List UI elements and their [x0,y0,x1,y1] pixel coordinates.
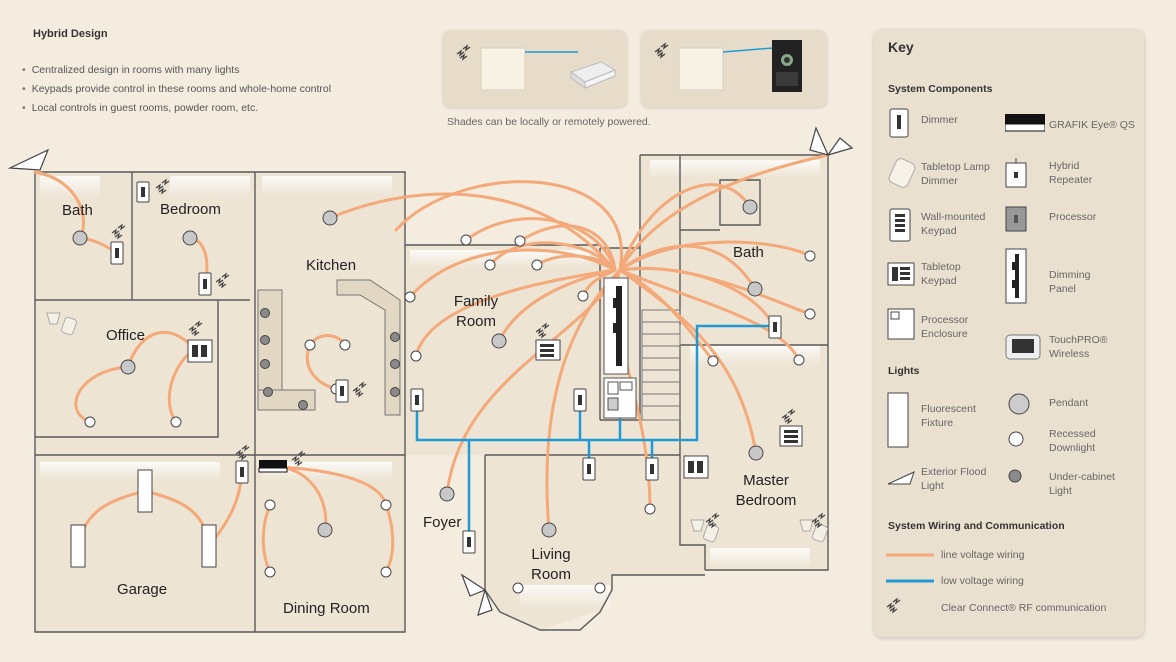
rf-communication-icon [886,598,901,614]
room-label-bath-2: Bath [733,244,764,261]
exterior-flood-lights [7,126,854,616]
shade-controller-icon [772,40,802,92]
legend-fluorescent: Fluorescent Fixture [921,403,976,429]
low-voltage-swatch [886,579,934,583]
touchpro-icon [1005,334,1041,360]
legend-lamp-dimmer: Tabletop Lamp Dimmer [921,161,990,187]
feature-item: Centralized design in rooms with many li… [22,61,331,80]
legend-grafik-eye: GRAFIK Eye® QS [1049,119,1135,131]
pendant-lights [72,199,764,538]
room-label-master-bedroom: Master Bedroom [735,472,797,509]
legend-flood-light: Exterior Flood Light [921,466,987,492]
room-label-office: Office [106,327,145,344]
rf-icon [654,42,669,59]
legend-pendant: Pendant [1049,397,1089,409]
room-label-bedroom: Bedroom [160,201,221,218]
fluorescent-icon [887,392,909,448]
legend-section-components: System Components [888,83,993,95]
recessed-icon [1008,431,1024,447]
shade-panel [480,47,526,91]
keypad-buttons [192,344,798,473]
legend-recessed: Recessed Downlight [1049,428,1096,454]
diagram-title: Hybrid Design [33,28,108,40]
legend-tabletop-keypad: Tabletop Keypad [921,261,961,287]
walls [34,154,829,633]
shade-remote-illustration [654,40,802,92]
shade-panel [678,47,724,91]
rf-icons [111,178,826,529]
room-label-family-room: Family Room [453,293,499,330]
legend-panel: Key System Components Dimmer GRAFIK Eye®… [874,30,1144,637]
tabletop-keypad-icon [887,262,915,286]
room-label-living-room: Living Room [530,546,571,583]
room-label-kitchen: Kitchen [306,257,357,274]
legend-title: Key [888,39,914,55]
legend-wall-keypad: Wall-mounted Keypad [921,211,986,237]
dimming-panel [603,277,629,375]
legend-hybrid-repeater: Hybrid Repeater [1049,160,1093,186]
room-label-foyer: Foyer [423,514,462,531]
legend-processor: Processor [1049,211,1097,223]
feature-list: Centralized design in rooms with many li… [22,61,331,118]
grafik-eye-icon [1005,114,1045,132]
dimmer-icon [889,108,909,138]
rf-icon [456,44,471,61]
lamp-dimmer-icon [888,158,916,188]
legend-section-wiring: System Wiring and Communication [888,520,1065,532]
shade-local-illustration [456,44,617,91]
flood-light-icon [887,471,915,485]
dimming-panel-icon [1005,248,1027,304]
floor-plan [7,126,854,633]
legend-low-voltage: low voltage wiring [941,575,1024,587]
hybrid-repeater-icon [1005,158,1027,188]
processor-enclosure-icon [887,308,915,340]
shade-caption: Shades can be locally or remotely powere… [447,116,651,128]
undercabinet-icon [1008,469,1022,483]
grafik-eye-unit [258,460,288,473]
feature-item: Local controls in guest rooms, powder ro… [22,99,331,118]
legend-undercabinet: Under-cabinet Light [1049,471,1115,497]
legend-line-voltage: line voltage wiring [941,549,1025,561]
room-label-dining-room: Dining Room [283,600,370,617]
wall-keypad-icon [889,208,911,242]
fluorescent-fixtures [70,469,217,568]
legend-dimmer: Dimmer [921,114,958,126]
recessed-downlights [84,234,816,594]
processor-enclosure [603,377,637,419]
dimmer-paddles [115,187,777,547]
shade-remote-box [641,30,827,107]
processor-icon [1005,206,1027,232]
staircase [641,309,681,421]
legend-section-lights: Lights [888,365,920,377]
legend-rf-communication: Clear Connect® RF communication [941,602,1107,614]
wall-wash [40,160,820,610]
room-label-bath: Bath [62,202,93,219]
tabletop-lamp-dimmers [46,312,829,543]
power-supply-icon [569,61,617,89]
floor-area [35,155,828,632]
undercabinet-lights [260,308,400,410]
pendant-icon [1008,393,1030,415]
legend-dimming-panel: Dimming Panel [1049,269,1091,295]
shade-local-box [443,30,627,107]
legend-processor-enclosure: Processor Enclosure [921,314,969,340]
line-voltage-swatch [886,553,934,557]
room-label-garage: Garage [117,581,168,598]
feature-item: Keypads provide control in these rooms a… [22,80,331,99]
legend-touchpro: TouchPRO® Wireless [1049,334,1108,360]
